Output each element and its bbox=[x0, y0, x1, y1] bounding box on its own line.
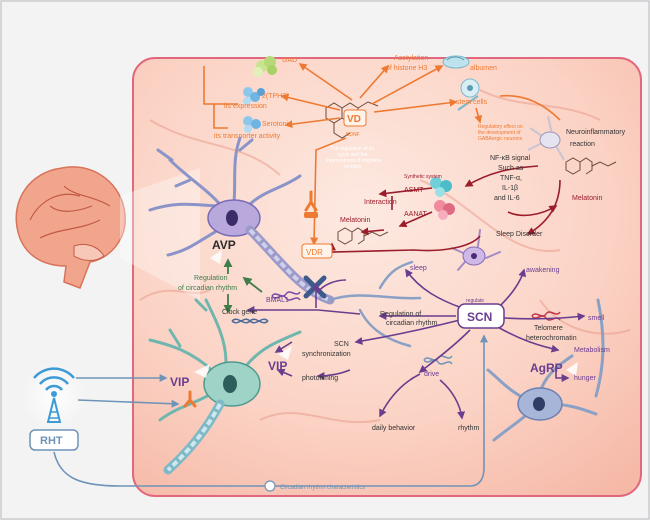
acetylation-label: Acetylation bbox=[394, 55, 428, 62]
nfkb-label-3: TNF-α, bbox=[500, 175, 522, 182]
scn-sync-label-2: synchronization bbox=[302, 351, 351, 358]
melatonin-right-label: Melatonin bbox=[572, 195, 602, 202]
vip-neuron bbox=[148, 298, 302, 475]
rht-label: RHT bbox=[40, 435, 63, 447]
metabolism-label: Metabolism bbox=[574, 347, 610, 354]
regulatory-label-2: the development of bbox=[478, 130, 521, 136]
cycle-label-3: improvement of cognitive bbox=[326, 158, 382, 164]
scn-label: SCN bbox=[467, 310, 492, 324]
clock-gene-dna-icon bbox=[231, 318, 269, 324]
vdr-label: VDR bbox=[306, 248, 323, 257]
drive-label: drive bbox=[424, 371, 439, 378]
vdr-box bbox=[301, 243, 333, 259]
asmt-enzyme-icon bbox=[430, 177, 452, 197]
bmal1-label: BMAL1 bbox=[266, 297, 289, 304]
stem-cells-label: stem cells bbox=[456, 99, 488, 106]
sleep-disorder-label: Sleep Disorder bbox=[496, 231, 543, 238]
stem-cells-icon bbox=[457, 78, 480, 111]
light-ray-icon bbox=[194, 250, 578, 378]
asmt-label: ASMT bbox=[404, 187, 424, 194]
avp-neuron bbox=[148, 136, 335, 305]
neuroinflammatory-label-2: reaction bbox=[570, 141, 595, 148]
tph2-protein-icon bbox=[243, 87, 265, 105]
telomere-label-2: heterochromatin bbox=[526, 335, 577, 342]
regulate-label: regulate bbox=[466, 298, 484, 304]
cycle-label-4: function bbox=[344, 164, 362, 170]
telomere-label-1: Telomere bbox=[534, 325, 563, 332]
aanat-enzyme-icon bbox=[434, 200, 455, 220]
neuroinflammatory-label-1: Neuroinflammatory bbox=[566, 129, 626, 136]
regulation-label-2: of circadian rhythm bbox=[178, 285, 237, 292]
rhythm-label: rhythm bbox=[458, 425, 480, 432]
labels: GAD Acetylation of histone H3 albumen 2(… bbox=[40, 55, 626, 491]
serotonin-label: Serotonin bbox=[262, 121, 292, 128]
clock-gene-label: Clock gene bbox=[222, 309, 257, 316]
glial-cell bbox=[527, 115, 565, 161]
tph2-label: 2(TPH2) bbox=[262, 93, 288, 100]
vip-outer-label: VIP bbox=[170, 375, 189, 389]
regulatory-label-1: Regulatory effect on bbox=[478, 124, 523, 130]
melatonin-arrows bbox=[328, 165, 561, 253]
nfkb-label-2: Such as bbox=[498, 165, 524, 172]
circadian-characteristics-label: Circadian rhythm characteristics bbox=[280, 485, 365, 491]
melatonin-left-label: Melatonin bbox=[340, 217, 370, 224]
daily-behavior-label: daily behavior bbox=[372, 425, 416, 432]
central-neuron bbox=[328, 260, 422, 348]
awakening-label: awakening bbox=[526, 267, 560, 274]
hunger-label: hunger bbox=[574, 375, 596, 382]
its-expression-label: its expression bbox=[224, 103, 267, 110]
vip-inner-label: VIP bbox=[268, 359, 287, 373]
aanat-label: AANAT bbox=[404, 211, 428, 218]
regulatory-label-3: GABAergic neurons bbox=[478, 136, 523, 142]
rht-arrows bbox=[53, 334, 488, 487]
nfkb-label-5: and IL-6 bbox=[494, 195, 520, 202]
regulation-label-1: Regulation bbox=[194, 275, 228, 282]
vd-label: VD bbox=[347, 114, 361, 125]
rht-box bbox=[29, 429, 79, 451]
regulation-right-label-1: Regulation of bbox=[380, 311, 421, 318]
gad-label: GAD bbox=[282, 57, 297, 64]
albumen-label: albumen bbox=[470, 65, 497, 72]
phototiming-label: phototiming bbox=[302, 375, 338, 382]
circadian-marker-icon bbox=[264, 480, 276, 492]
sleep-label: sleep bbox=[410, 265, 427, 272]
nfkb-label-1: NF-κB signal bbox=[490, 155, 531, 162]
scn-sync-label-1: SCN bbox=[334, 341, 349, 348]
avp-arrows bbox=[223, 258, 263, 314]
smell-label: smell bbox=[588, 315, 605, 322]
avp-label: AVP bbox=[212, 238, 236, 252]
vd-box bbox=[343, 109, 367, 127]
agrp-neuron bbox=[486, 298, 605, 442]
regulation-right-label-2: circadian rhythm bbox=[386, 320, 438, 327]
bdnf-label: BDNF bbox=[346, 132, 360, 138]
vd-arrows bbox=[203, 63, 561, 246]
brain-illustration bbox=[15, 166, 200, 300]
serotonin-icon bbox=[243, 116, 261, 133]
light-beacon-icon bbox=[20, 362, 88, 430]
bmal1-dna-icon bbox=[271, 291, 301, 301]
scn-arrows bbox=[246, 268, 586, 420]
nfkb-label-4: IL-1β bbox=[502, 185, 518, 192]
cycle-label-1: The regulation of its bbox=[330, 146, 374, 152]
sleep-neuron bbox=[451, 229, 501, 271]
synthetic-system-label: Synthetic system bbox=[404, 174, 442, 180]
histone-label: of histone H3 bbox=[386, 65, 427, 72]
gad-protein-icon bbox=[253, 56, 277, 77]
interaction-label: Interaction bbox=[364, 199, 397, 206]
scn-box bbox=[457, 303, 505, 329]
albumen-icon bbox=[442, 55, 470, 69]
transporter-label: its transporter activity bbox=[214, 133, 281, 140]
vdr-bottom-receptor-icon bbox=[183, 390, 197, 408]
melatonin-molecule-icon bbox=[565, 157, 617, 175]
agrp-label: AgRP bbox=[530, 361, 563, 375]
cycle-label-2: cycle and the bbox=[338, 152, 368, 158]
